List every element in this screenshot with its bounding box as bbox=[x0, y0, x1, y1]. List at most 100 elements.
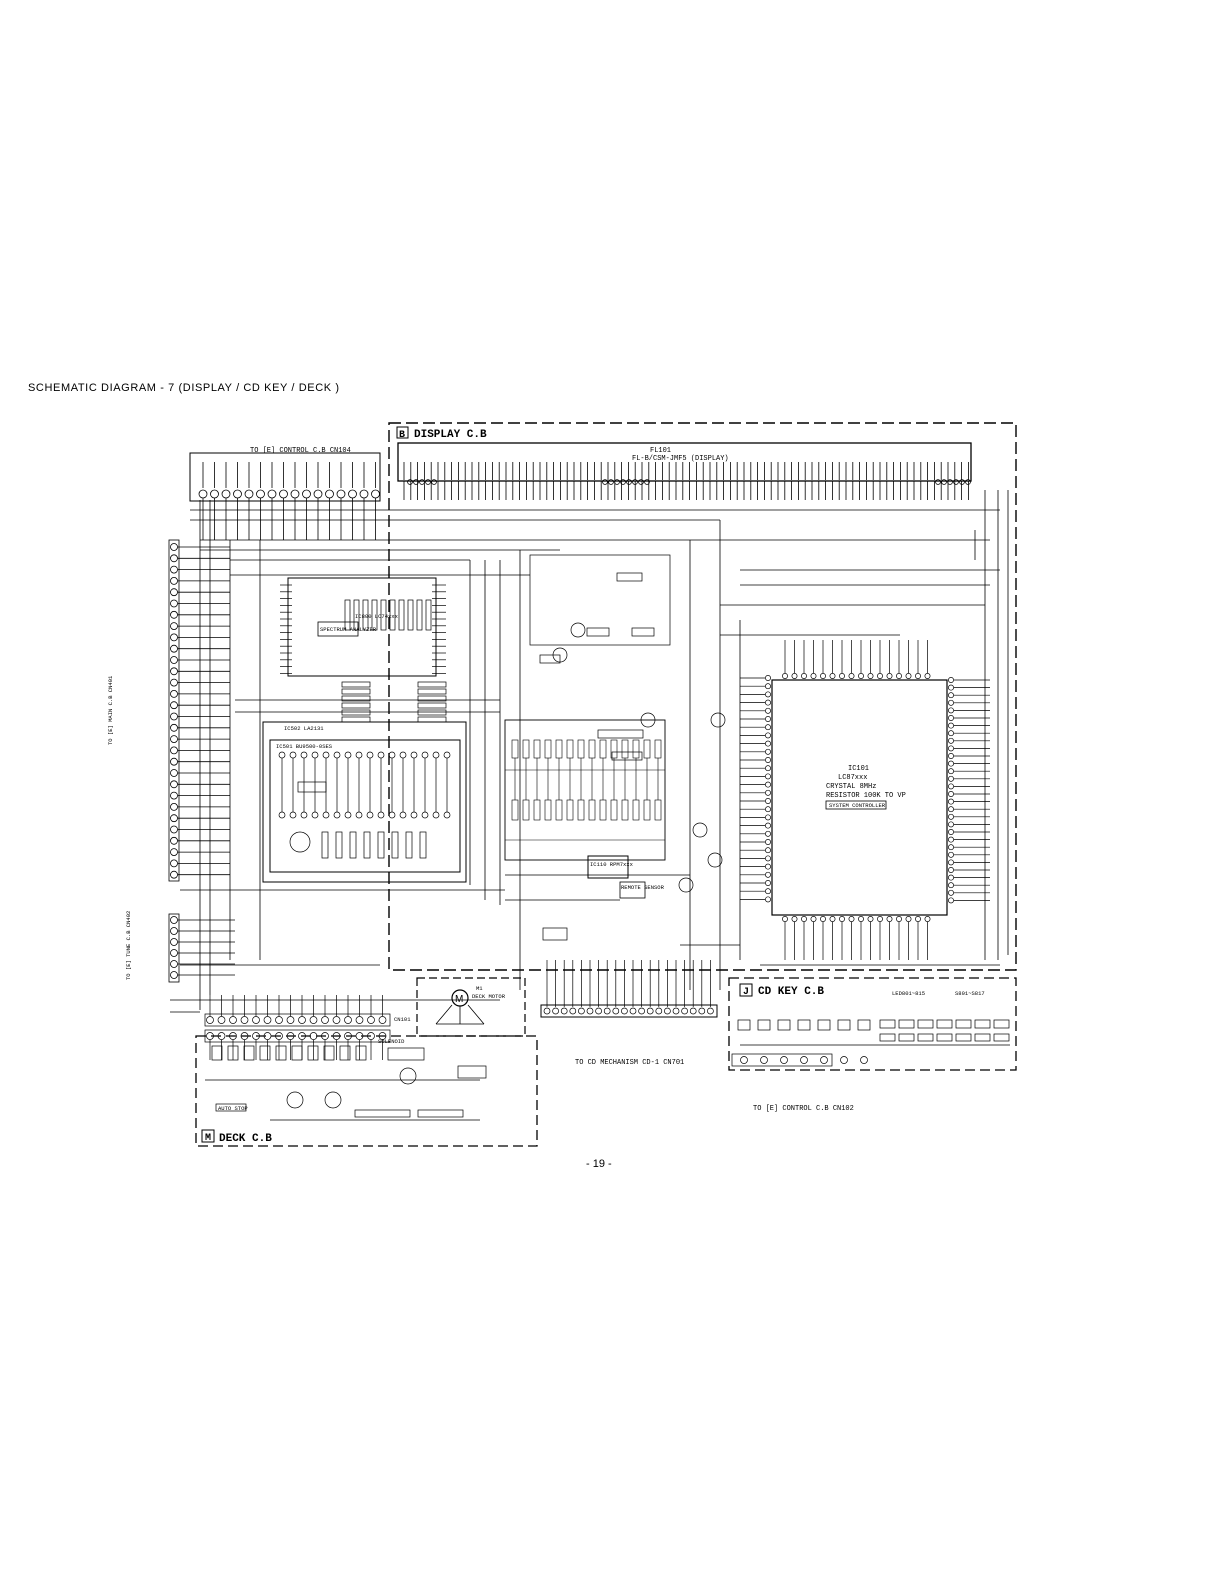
center-resistor bbox=[577, 739, 585, 759]
cd-key-pin bbox=[860, 1056, 868, 1064]
main-ic-pin bbox=[948, 775, 954, 782]
ic800-body bbox=[287, 577, 437, 677]
center-resistor bbox=[533, 799, 541, 821]
display-board-letter-box bbox=[396, 426, 409, 439]
cd-key-pin bbox=[800, 1056, 808, 1064]
deck-switch bbox=[275, 1045, 287, 1061]
cd-key-resistor bbox=[955, 1033, 972, 1042]
cd-key-leds-label: LED801~815 bbox=[892, 990, 925, 997]
deck-pin bbox=[217, 1016, 226, 1024]
deck-label-box bbox=[457, 1065, 487, 1079]
left-connector-pin bbox=[170, 971, 178, 979]
left-connector-pin bbox=[170, 836, 178, 845]
fl-display-tube bbox=[397, 442, 972, 482]
ic501-pin bbox=[322, 811, 330, 819]
cd-mech-pin bbox=[698, 1007, 706, 1015]
main-ic-pin bbox=[948, 745, 954, 752]
main-ic-note2: RESISTOR 100K TO VP bbox=[826, 792, 906, 800]
left-connector-pin bbox=[170, 644, 178, 653]
deck-switch bbox=[211, 1045, 223, 1061]
fl-pin-node bbox=[413, 479, 419, 485]
main-ic-pin bbox=[765, 880, 771, 886]
deck-pin bbox=[355, 1016, 364, 1024]
main-ic-pin bbox=[765, 888, 771, 895]
main-ic-pin bbox=[848, 673, 855, 679]
ic501-transistor bbox=[289, 831, 311, 853]
top-connector-pin bbox=[359, 489, 369, 499]
deck-pin bbox=[206, 1032, 214, 1040]
top-connector-pin bbox=[279, 489, 288, 499]
main-ic-pin bbox=[948, 874, 954, 881]
ic800-resistor bbox=[341, 688, 371, 695]
left-connector-pin bbox=[170, 825, 178, 834]
deck-motor-glyph: M bbox=[455, 994, 463, 1005]
cd-key-resistor bbox=[993, 1033, 1010, 1042]
deck-switch bbox=[243, 1045, 255, 1061]
fl-pin-node bbox=[959, 479, 965, 485]
led-label-box bbox=[611, 751, 643, 761]
main-ic-pin bbox=[948, 692, 954, 699]
ic502-label: IC502 LA2131 bbox=[284, 725, 324, 732]
ic501-cap bbox=[363, 831, 371, 859]
ic-block-outer bbox=[262, 721, 467, 883]
main-ic-note1: CRYSTAL 8MHz bbox=[826, 783, 876, 791]
ic501-pin bbox=[333, 751, 341, 759]
cd-mech-pin bbox=[560, 1007, 568, 1015]
led-label-box bbox=[597, 729, 644, 739]
center-resistor bbox=[632, 799, 640, 821]
center-resistor bbox=[577, 799, 585, 821]
main-ic-pin bbox=[948, 783, 954, 790]
center-resistor bbox=[522, 799, 530, 821]
main-ic-pin bbox=[948, 699, 954, 706]
ic800-internal bbox=[398, 599, 405, 631]
center-resistor bbox=[533, 739, 541, 759]
cd-mech-pin bbox=[689, 1007, 697, 1015]
ic501-pin bbox=[399, 751, 407, 759]
display-board-letter: B bbox=[399, 430, 405, 441]
ic501-pin bbox=[355, 751, 363, 759]
ic501-pin bbox=[388, 811, 396, 819]
cd-mech-pin bbox=[612, 1007, 620, 1015]
main-ic-pin bbox=[765, 789, 771, 796]
top-connector-pin bbox=[371, 489, 380, 499]
cd-key-board-frame bbox=[728, 977, 1017, 1071]
fl-pin-node bbox=[425, 479, 431, 485]
ic800-internal bbox=[425, 599, 432, 631]
center-resistor bbox=[511, 739, 519, 759]
center-resistor bbox=[588, 739, 596, 759]
main-ic-pin bbox=[765, 830, 771, 837]
top-connector-pin bbox=[302, 489, 311, 499]
deck-pin bbox=[240, 1016, 249, 1024]
ic501-pin bbox=[289, 811, 297, 819]
main-ic-pin bbox=[765, 732, 771, 739]
deck-pin bbox=[309, 1016, 318, 1024]
deck-pin bbox=[263, 1032, 272, 1040]
cd-key-board-letter: J bbox=[743, 987, 749, 998]
main-ic-pin bbox=[765, 724, 771, 731]
ic501-pin bbox=[388, 751, 396, 759]
main-ic-pin bbox=[948, 821, 954, 828]
main-ic-pin bbox=[791, 673, 798, 679]
cd-key-components bbox=[731, 1019, 1010, 1067]
deck-label-box bbox=[417, 1109, 464, 1118]
main-ic-pin bbox=[765, 814, 771, 821]
cd-mech-pin bbox=[646, 1007, 654, 1015]
top-connector-pin bbox=[221, 489, 231, 499]
deck-pin bbox=[367, 1032, 375, 1040]
ic800-resistor bbox=[341, 709, 371, 716]
fl-display-part: FL-B/CSM-JMF5 (DISPLAY) bbox=[632, 455, 729, 463]
left-connector-pin bbox=[170, 690, 178, 698]
deck-connector-top bbox=[204, 1013, 391, 1027]
deck-pin bbox=[321, 1016, 329, 1024]
cd-key-led bbox=[777, 1019, 791, 1031]
top-connector-frame bbox=[189, 452, 381, 502]
ic501-pin bbox=[366, 751, 374, 759]
main-ic-pin bbox=[867, 673, 874, 679]
cd-mech-pin bbox=[569, 1007, 577, 1015]
ic800-resistor bbox=[417, 716, 447, 723]
ic501-pin bbox=[410, 751, 418, 759]
left-connector-pin bbox=[170, 938, 178, 946]
main-ic-pin bbox=[765, 683, 771, 690]
ic501-pin bbox=[300, 751, 308, 759]
center-resistor bbox=[654, 739, 662, 759]
